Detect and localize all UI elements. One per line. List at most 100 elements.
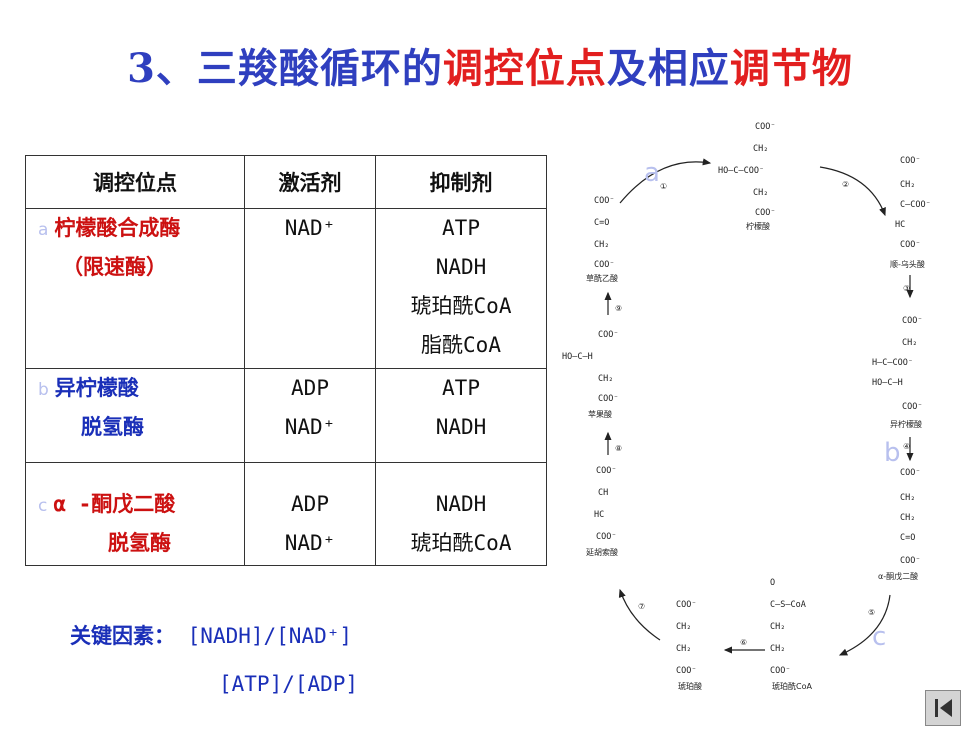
inhibitor: NADH (435, 415, 487, 439)
activator: ADP (291, 376, 329, 400)
succinate-structure: COO⁻ CH₂ CH₂ COO⁻ 琥珀酸 (676, 600, 702, 691)
svg-text:H—C—COO⁻: H—C—COO⁻ (872, 358, 913, 368)
inhibitor: NADH (435, 255, 487, 279)
inhibitor-cell: NADH 琥珀酰CoA (375, 462, 547, 566)
svg-text:O: O (770, 578, 775, 588)
header-site: 调控位点 (25, 155, 245, 209)
enzyme-name: 柠檬酸合成酶 (54, 216, 181, 240)
arrow-1 (619, 158, 712, 204)
inhibitor: 琥珀酰CoA (410, 294, 512, 318)
back-to-first-button[interactable] (925, 690, 961, 726)
inhibitor: ATP (442, 376, 480, 400)
step-number: ⑧ (615, 444, 622, 453)
svg-text:COO⁻: COO⁻ (596, 532, 616, 542)
fumarate-structure: COO⁻ CH HC COO⁻ 延胡索酸 (586, 466, 618, 557)
svg-text:COO⁻: COO⁻ (598, 394, 618, 404)
step-number: ④ (903, 442, 910, 451)
metabolite-label: 琥珀酰CoA (772, 681, 812, 691)
svg-text:COO⁻: COO⁻ (902, 402, 922, 412)
svg-text:HC: HC (594, 510, 604, 520)
svg-text:COO⁻: COO⁻ (755, 122, 775, 132)
isocitrate-structure: COO⁻ CH₂ H—C—COO⁻ HO—C—H COO⁻ 异柠檬酸 (872, 316, 922, 429)
inhibitor-cell: ATP NADH (375, 368, 547, 463)
metabolite-label: α-酮戊二酸 (878, 571, 918, 581)
svg-text:CH₂: CH₂ (770, 644, 785, 654)
svg-text:COO⁻: COO⁻ (676, 666, 696, 676)
header-inhibitor: 抑制剂 (375, 155, 547, 209)
ratio-atp: [ATP]/[ADP] (219, 672, 359, 696)
svg-text:COO⁻: COO⁻ (900, 240, 920, 250)
svg-text:C=O: C=O (900, 533, 915, 543)
svg-text:C—S—CoA: C—S—CoA (770, 600, 806, 610)
arrow-5 (838, 594, 891, 656)
step-number: ⑦ (638, 602, 645, 611)
site-marker-b: b (884, 438, 901, 468)
enzyme-name: 异柠檬酸 (54, 376, 139, 400)
svg-text:C=O: C=O (594, 218, 609, 228)
enzyme-name: α -酮戊二酸 (53, 492, 176, 516)
citrate-structure: COO⁻ CH₂ HO—C—COO⁻ CH₂ COO⁻ 柠檬酸 (718, 122, 775, 231)
svg-text:CH: CH (598, 488, 608, 498)
svg-text:CH₂: CH₂ (676, 644, 691, 654)
svg-text:CH₂: CH₂ (900, 513, 915, 523)
metabolite-label: 顺-乌头酸 (890, 259, 925, 269)
site-label: c (38, 496, 48, 516)
metabolite-label: 苹果酸 (588, 409, 612, 419)
step-number: ⑥ (740, 638, 747, 647)
back-to-first-icon (935, 699, 952, 717)
svg-text:COO⁻: COO⁻ (900, 556, 920, 566)
svg-text:HO—C—COO⁻: HO—C—COO⁻ (718, 166, 764, 176)
svg-text:COO⁻: COO⁻ (900, 468, 920, 478)
svg-text:CH₂: CH₂ (753, 144, 768, 154)
svg-text:COO⁻: COO⁻ (770, 666, 790, 676)
header-activator: 激活剂 (244, 155, 376, 209)
succinyl-coa-structure: O C—S—CoA CH₂ CH₂ COO⁻ 琥珀酰CoA (770, 578, 812, 691)
step-number: ⑨ (615, 304, 622, 313)
inhibitor-cell: ATP NADH 琥珀酰CoA 脂酰CoA (375, 208, 547, 369)
site-label: b (38, 380, 49, 400)
activator-cell: ADP NAD⁺ (244, 462, 376, 566)
inhibitor: 脂酰CoA (421, 333, 501, 357)
cis-aconitate-structure: COO⁻ CH₂ C—COO⁻ HC COO⁻ 顺-乌头酸 (890, 156, 931, 269)
svg-text:COO⁻: COO⁻ (902, 316, 922, 326)
svg-text:COO⁻: COO⁻ (900, 156, 920, 166)
metabolite-label: 琥珀酸 (678, 681, 702, 691)
svg-text:CH₂: CH₂ (598, 374, 613, 384)
svg-text:COO⁻: COO⁻ (676, 600, 696, 610)
metabolite-label: 草酰乙酸 (586, 273, 618, 283)
site-marker-c: c (872, 622, 886, 652)
arrow-7 (618, 588, 661, 641)
step-number: ② (842, 180, 849, 189)
svg-text:COO⁻: COO⁻ (594, 196, 614, 206)
svg-text:C—COO⁻: C—COO⁻ (900, 200, 931, 210)
enzyme-name-cont: 脱氢酶 (108, 531, 171, 555)
svg-text:CH₂: CH₂ (900, 180, 915, 190)
activator-cell: ADP NAD⁺ (244, 368, 376, 463)
table-header-row: 调控位点 激活剂 抑制剂 (25, 155, 547, 209)
activator: NAD⁺ (284, 216, 336, 240)
oxaloacetate-structure: COO⁻ C=O CH₂ COO⁻ 草酰乙酸 (586, 196, 618, 283)
site-marker-a: a (644, 158, 660, 188)
step-number: ⑤ (868, 608, 875, 617)
svg-text:CH₂: CH₂ (900, 493, 915, 503)
svg-text:CH₂: CH₂ (770, 622, 785, 632)
activator-cell: NAD⁺ (244, 208, 376, 369)
key-factors-label: 关键因素： (70, 624, 175, 648)
key-factors-line: 关键因素： [NADH]/[NAD⁺] (70, 620, 352, 650)
svg-text:CH₂: CH₂ (676, 622, 691, 632)
alpha-ketoglutarate-structure: COO⁻ CH₂ CH₂ C=O COO⁻ α-酮戊二酸 (878, 468, 920, 581)
activator: ADP (291, 492, 329, 516)
inhibitor: ATP (442, 216, 480, 240)
svg-text:CH₂: CH₂ (902, 338, 917, 348)
svg-text:COO⁻: COO⁻ (755, 208, 775, 218)
svg-text:CH₂: CH₂ (594, 240, 609, 250)
enzyme-note: （限速酶） (62, 255, 167, 279)
step-number: ③ (903, 284, 910, 293)
inhibitor: NADH (435, 492, 487, 516)
ratio-nadh: [NADH]/[NAD⁺] (187, 624, 353, 648)
tca-cycle-diagram: COO⁻ CH₂ HO—C—COO⁻ CH₂ COO⁻ 柠檬酸 COO⁻ CH₂… (562, 122, 931, 691)
